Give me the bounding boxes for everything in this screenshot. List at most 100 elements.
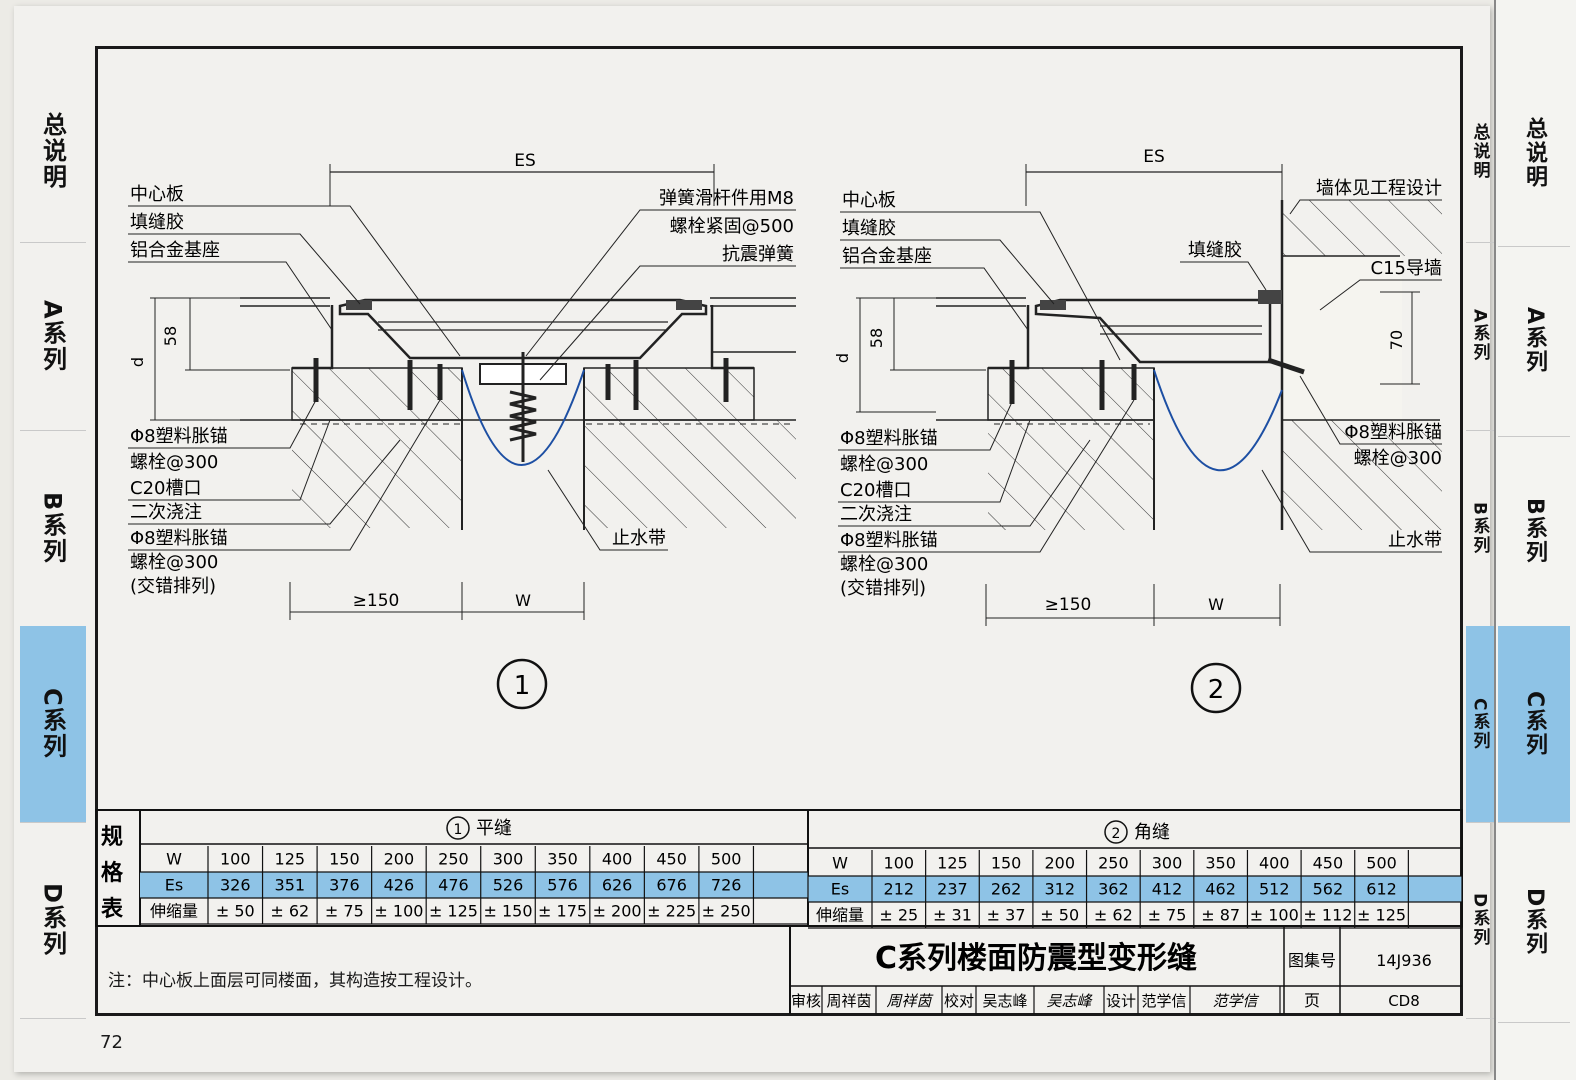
t2-cell: 362 bbox=[1098, 880, 1129, 899]
label-bolt-300-1: 螺栓@300 bbox=[130, 452, 218, 473]
t2-cell: 150 bbox=[991, 854, 1022, 873]
tab-series-d-next[interactable]: D系列 bbox=[1498, 822, 1570, 1023]
title-block-cell: 设计 bbox=[1106, 992, 1136, 1010]
t1-cell: 200 bbox=[384, 850, 415, 869]
title-block-cell: 范学信 bbox=[1141, 992, 1186, 1010]
t2-es-row-bg bbox=[808, 876, 1462, 902]
t2-cell: ± 31 bbox=[933, 906, 972, 925]
t2-cell: 612 bbox=[1366, 880, 1397, 899]
t1-cell: ± 125 bbox=[429, 902, 478, 921]
t1-cell: 426 bbox=[384, 876, 415, 895]
slab-left-2 bbox=[988, 420, 1154, 530]
label-c20-channel-1: C20槽口 bbox=[130, 478, 201, 499]
detail-1: ES 58 d ≥150 W 中心板 填缝胶 铝合金基座 弹簧滑杆件用M8 螺栓… bbox=[128, 151, 796, 710]
t2-cell: 450 bbox=[1313, 854, 1344, 873]
t2-cell: ± 25 bbox=[879, 906, 918, 925]
aluminium-base-left bbox=[292, 305, 334, 370]
dim-es-1: ES bbox=[514, 151, 536, 171]
label-sealant-wall-2: 填缝胶 bbox=[1188, 240, 1242, 261]
t1-cell: 576 bbox=[547, 876, 578, 895]
t1-cell: 526 bbox=[493, 876, 524, 895]
t2-row-head: W bbox=[832, 854, 848, 873]
t2-title-num: 2 bbox=[1112, 826, 1121, 842]
detail-number-2: 2 bbox=[1208, 675, 1225, 705]
tab-series-c-small[interactable]: C系列 bbox=[1466, 626, 1494, 823]
c15-guide-wall bbox=[1282, 256, 1402, 422]
t2-row-head: 伸缩量 bbox=[816, 906, 864, 925]
t1-cell: 476 bbox=[438, 876, 469, 895]
t1-cell: 500 bbox=[711, 850, 742, 869]
tab-series-a-next[interactable]: A系列 bbox=[1498, 246, 1570, 437]
t1-cell: ± 100 bbox=[374, 902, 423, 921]
t2-cell: ± 87 bbox=[1201, 906, 1240, 925]
label-staggered-2: (交错排列) bbox=[840, 578, 926, 599]
label-anchor-b-2: Φ8塑料胀锚 bbox=[840, 530, 938, 551]
t2-cell: 237 bbox=[937, 880, 968, 899]
title-block-cell: 审核 bbox=[791, 992, 821, 1010]
label-waterstop-2: 止水带 bbox=[1388, 530, 1442, 551]
t2-cell: ± 50 bbox=[1040, 906, 1079, 925]
slab-right bbox=[584, 420, 796, 528]
t2-cell: 212 bbox=[884, 880, 915, 899]
sealant-right bbox=[676, 300, 702, 310]
center-plate-2 bbox=[1034, 298, 1272, 364]
t1-cell: 676 bbox=[656, 876, 687, 895]
tab-series-a[interactable]: A系列 bbox=[20, 242, 86, 431]
detail-2: ES 58 d 70 ≥150 W 中心板 填缝胶 铝合金基座 墙体见工程设计 … bbox=[833, 147, 1442, 714]
t1-cell: ± 75 bbox=[325, 902, 364, 921]
label-waterstop-1: 止水带 bbox=[612, 528, 666, 549]
dim-70-2: 70 bbox=[1387, 330, 1406, 350]
page-number: 72 bbox=[100, 1032, 123, 1053]
t1-cell: ± 50 bbox=[216, 902, 255, 921]
t1-es-row-bg bbox=[140, 872, 808, 898]
tab-general[interactable]: 总说明 bbox=[20, 60, 86, 243]
tab-series-c[interactable]: C系列 bbox=[20, 626, 86, 823]
atlas-label: 图集号 bbox=[1288, 951, 1336, 970]
t2-cell: ± 112 bbox=[1303, 906, 1352, 925]
wall bbox=[1282, 200, 1442, 256]
dim-150-2: ≥150 bbox=[1045, 595, 1092, 615]
label-anchor-b-1: Φ8塑料胀锚 bbox=[130, 528, 228, 549]
tab-general-next[interactable]: 总说明 bbox=[1498, 60, 1570, 247]
title-block-cell: 周祥茵 bbox=[826, 992, 871, 1010]
t1-cell: 100 bbox=[220, 850, 251, 869]
t2-title: 角缝 bbox=[1134, 822, 1170, 843]
t2-row-head: Es bbox=[831, 880, 849, 899]
dim-d-1: d bbox=[128, 357, 147, 367]
t1-cell: 400 bbox=[602, 850, 633, 869]
t1-row-head: W bbox=[166, 850, 182, 869]
t2-cell: 250 bbox=[1098, 854, 1129, 873]
t1-row-head: Es bbox=[165, 876, 183, 895]
title-block: C系列楼面防震型变形缝 图集号 14J936 审核周祥茵周祥茵校对吴志峰吴志峰设… bbox=[96, 925, 1462, 1014]
tab-series-d[interactable]: D系列 bbox=[20, 822, 86, 1019]
tab-general-small[interactable]: 总说明 bbox=[1466, 60, 1494, 243]
t1-cell: 150 bbox=[329, 850, 360, 869]
label-center-plate-2: 中心板 bbox=[842, 190, 896, 211]
label-anchor-2: Φ8塑料胀锚 bbox=[840, 428, 938, 449]
label-second-pour-2: 二次浇注 bbox=[840, 504, 912, 525]
sealant-2 bbox=[1040, 300, 1066, 310]
label-bolt-300-b-1: 螺栓@300 bbox=[130, 552, 218, 573]
tab-series-d-small[interactable]: D系列 bbox=[1466, 822, 1494, 1019]
tab-series-c-next[interactable]: C系列 bbox=[1498, 626, 1570, 823]
t1-cell: ± 175 bbox=[538, 902, 587, 921]
title-block-cell: 校对 bbox=[944, 992, 974, 1010]
dim-d-2: d bbox=[833, 353, 852, 363]
tab-series-a-small[interactable]: A系列 bbox=[1466, 242, 1494, 431]
t1-cell: 350 bbox=[547, 850, 578, 869]
t2-cell: ± 75 bbox=[1148, 906, 1187, 925]
label-bolt-300-b-2: 螺栓@300 bbox=[840, 554, 928, 575]
note: 注：中心板上面层可同楼面，其构造按工程设计。 bbox=[108, 971, 482, 991]
spec-label-1: 规 bbox=[101, 825, 123, 850]
page-label: 页 bbox=[1304, 991, 1320, 1010]
t2-cell: 300 bbox=[1152, 854, 1183, 873]
label-sealant-1: 填缝胶 bbox=[130, 212, 184, 233]
label-c20-channel-2: C20槽口 bbox=[840, 480, 911, 501]
atlas-number: 14J936 bbox=[1376, 951, 1432, 970]
label-staggered-1: (交错排列) bbox=[130, 576, 216, 597]
t1-cell: ± 200 bbox=[593, 902, 642, 921]
t1-cell: ± 225 bbox=[647, 902, 696, 921]
center-plate bbox=[338, 298, 708, 360]
